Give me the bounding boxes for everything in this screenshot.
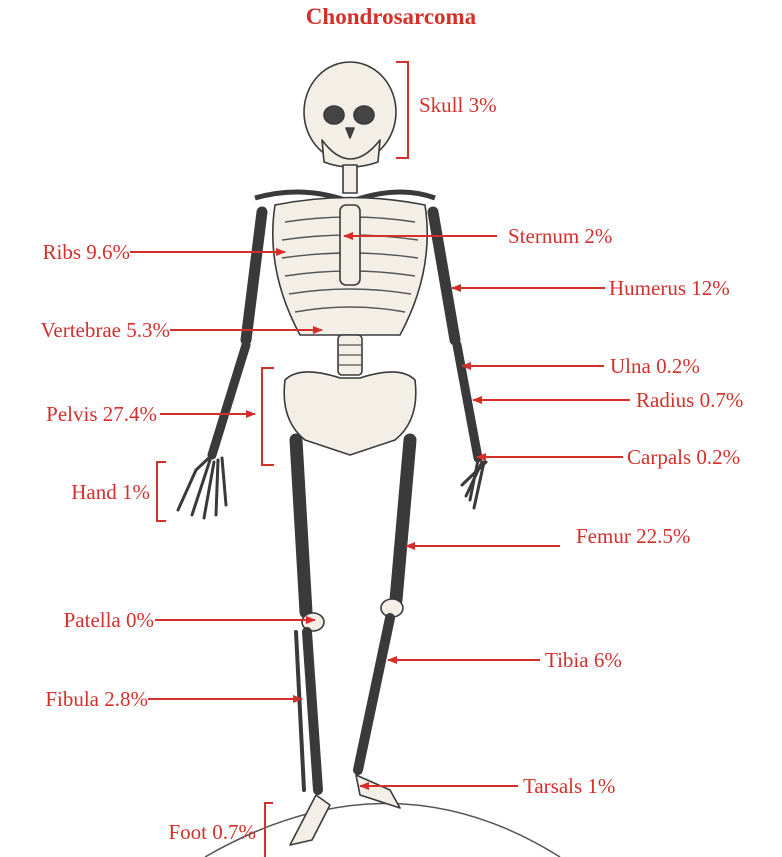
- diagram-title: Chondrosarcoma: [0, 4, 782, 30]
- sternum-bone: [340, 205, 360, 285]
- label-ribs: Ribs 9.6%: [10, 240, 130, 264]
- label-carpals: Carpals 0.2%: [627, 445, 740, 469]
- label-foot: Foot 0.7%: [100, 820, 256, 844]
- fibula-right: [296, 632, 304, 790]
- tibia-right: [307, 632, 318, 790]
- label-tibia: Tibia 6%: [545, 648, 622, 672]
- label-radius: Radius 0.7%: [636, 388, 743, 412]
- forearm-left: [457, 345, 478, 458]
- hand-bracket: [157, 462, 166, 521]
- skull-bracket: [396, 62, 408, 158]
- skull-bone: [304, 62, 396, 162]
- femur-right: [296, 440, 306, 612]
- eye-socket-left: [354, 106, 374, 124]
- pelvis-bracket: [262, 368, 274, 465]
- label-humerus: Humerus 12%: [609, 276, 730, 300]
- label-tarsals: Tarsals 1%: [523, 774, 615, 798]
- pelvis-bone: [284, 372, 416, 455]
- label-sternum: Sternum 2%: [508, 224, 612, 248]
- foot-bracket: [265, 803, 273, 857]
- humerus-left: [433, 212, 455, 340]
- hand-right: [178, 455, 226, 518]
- foot-right: [290, 795, 330, 845]
- tibia-left: [358, 618, 390, 770]
- hand-left: [462, 460, 486, 508]
- label-ulna: Ulna 0.2%: [610, 354, 700, 378]
- label-hand: Hand 1%: [20, 480, 150, 504]
- ground-globe: [205, 804, 560, 857]
- label-femur: Femur 22.5%: [576, 524, 690, 548]
- forearm-right: [212, 345, 246, 455]
- eye-socket-right: [324, 106, 344, 124]
- skeleton: [178, 62, 486, 845]
- brackets: [157, 62, 408, 857]
- label-skull: Skull 3%: [419, 93, 497, 117]
- label-pelvis: Pelvis 27.4%: [0, 402, 157, 426]
- femur-left: [396, 440, 410, 600]
- label-fibula: Fibula 2.8%: [0, 687, 148, 711]
- humerus-right: [246, 212, 262, 340]
- label-patella: Patella 0%: [0, 608, 154, 632]
- label-vertebrae: Vertebrae 5.3%: [0, 318, 170, 342]
- cervical-spine: [343, 165, 357, 193]
